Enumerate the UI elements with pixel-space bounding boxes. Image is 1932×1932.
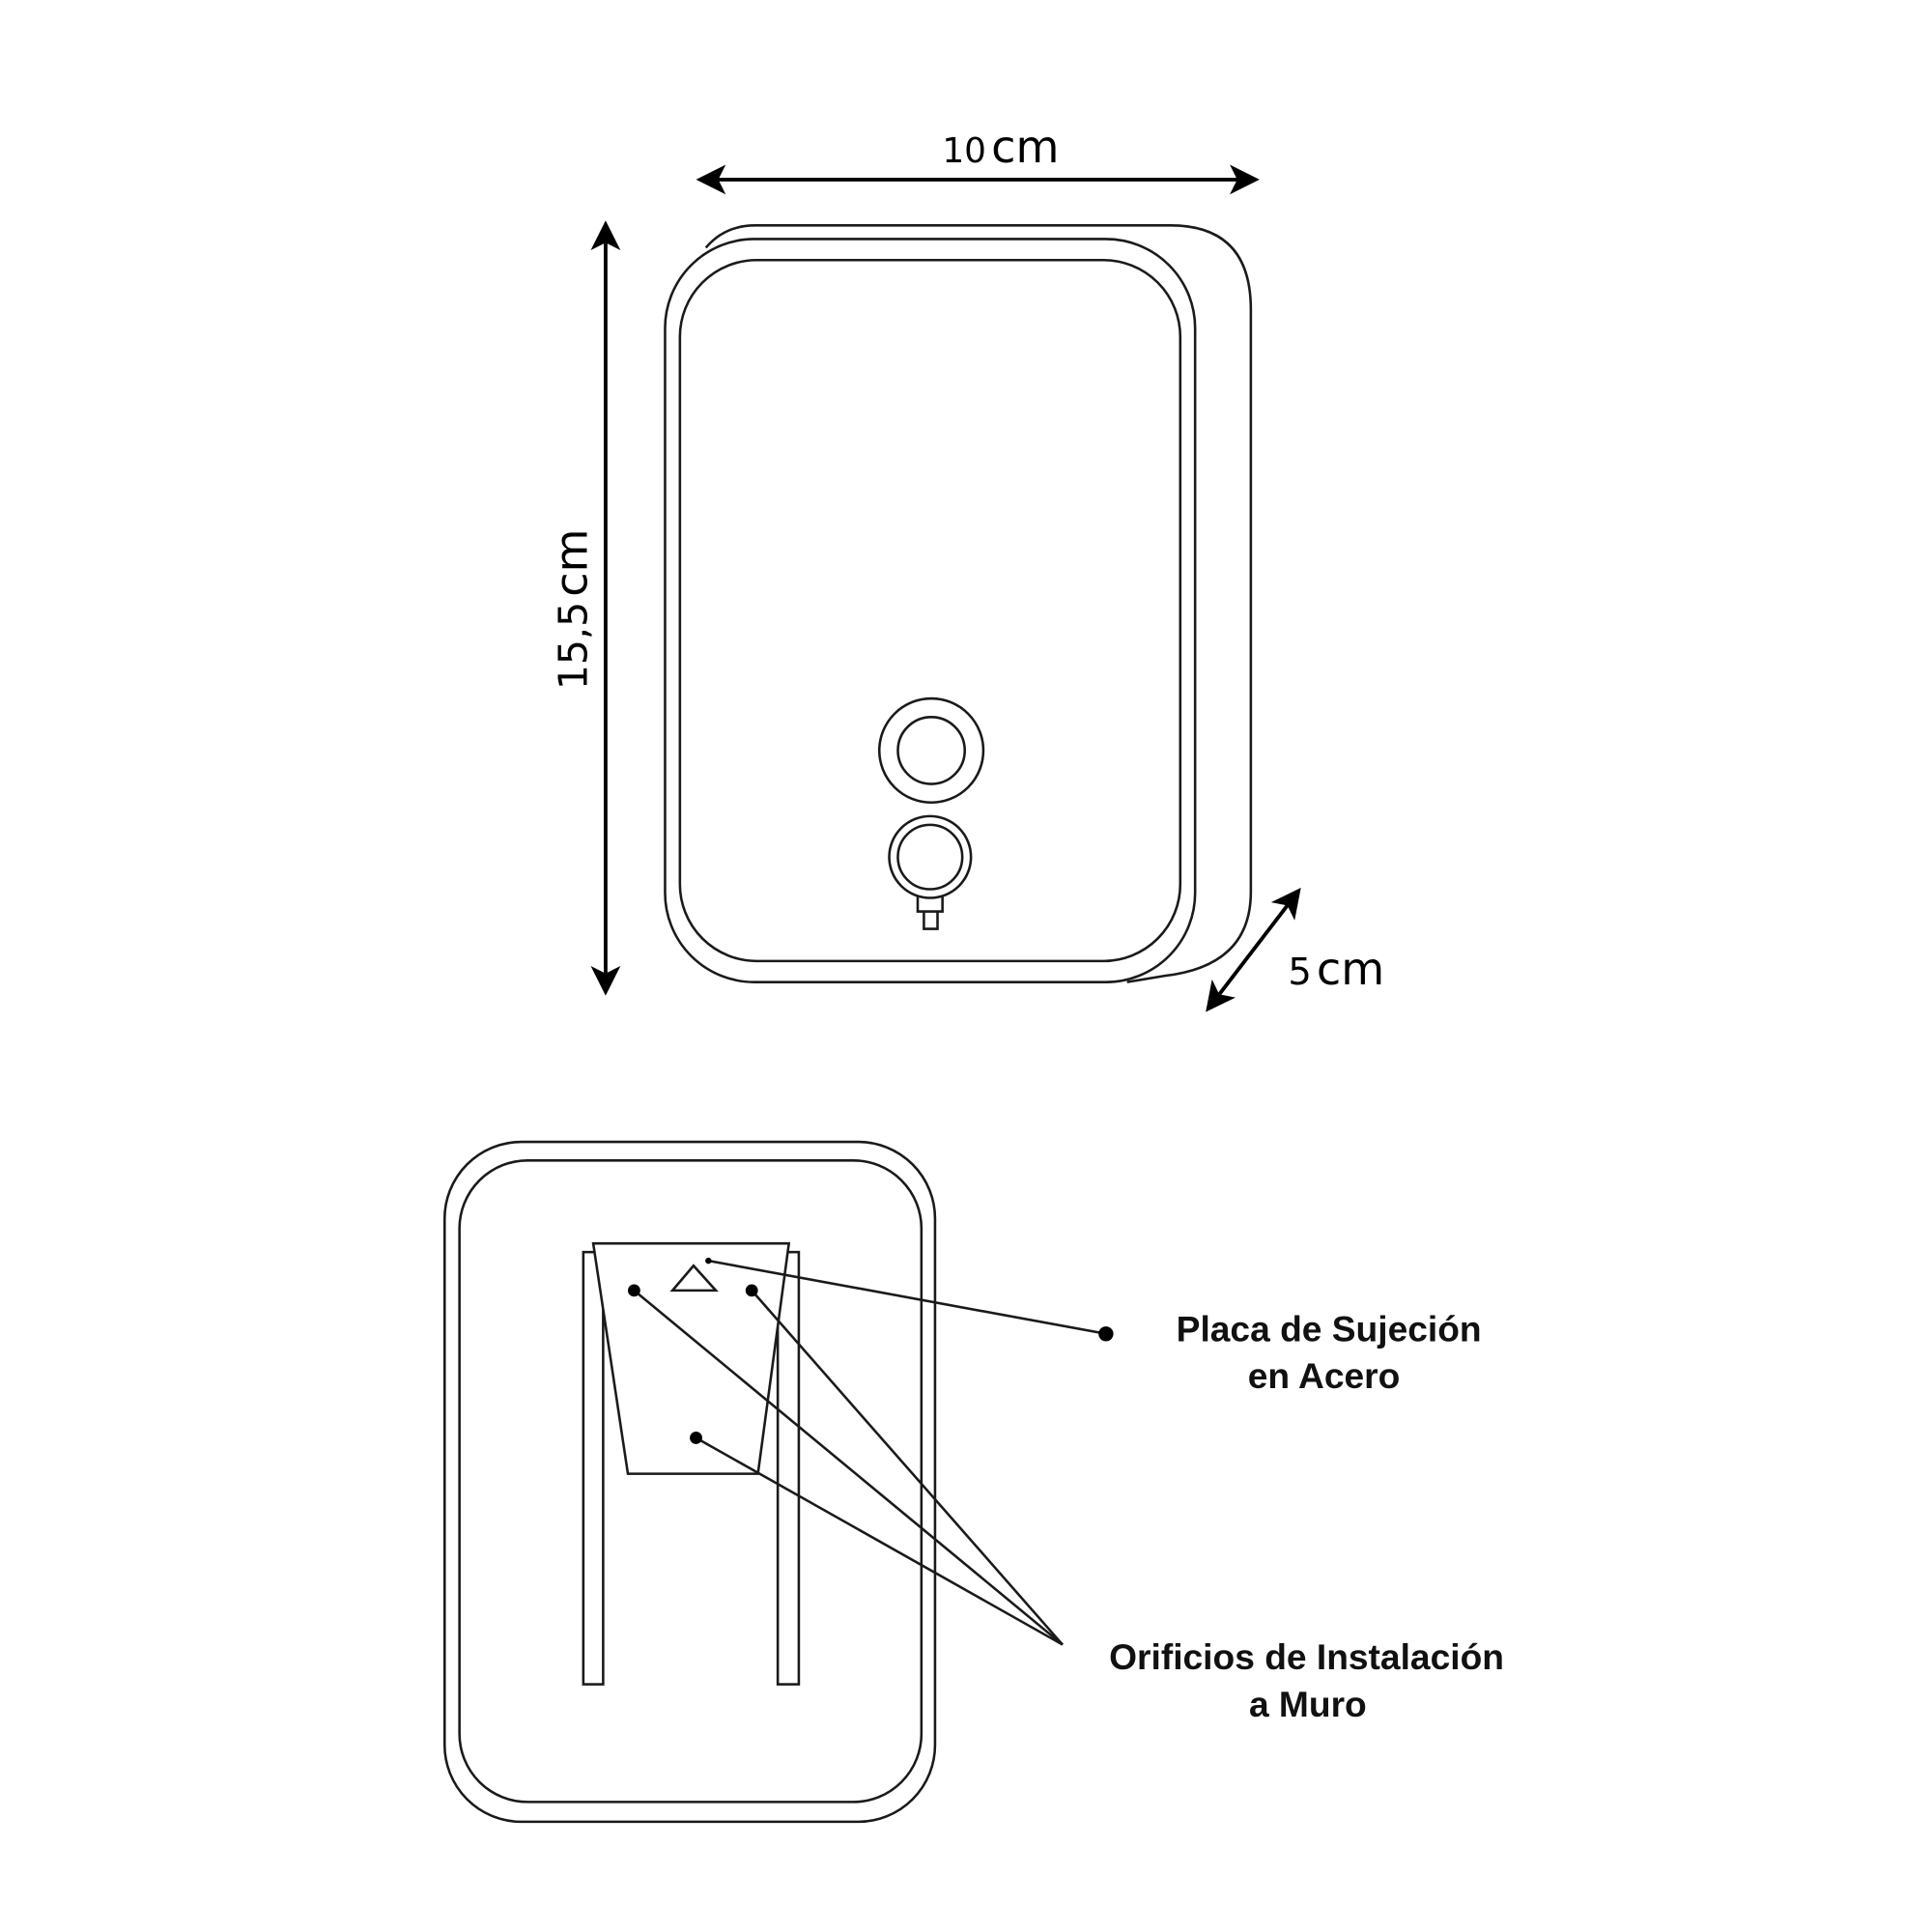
back-outline [442,1140,937,1824]
dispenser-back-outline [704,224,1253,983]
plate-marker-dot [705,1257,712,1264]
hole-dot [628,1284,640,1297]
triangle-hanger-icon [669,1264,719,1293]
right-rail [776,1250,801,1686]
height-label: 15,5cm [546,528,598,690]
left-rail [582,1250,605,1686]
hole-leader-line [695,1436,1064,1646]
back-view: Placa de Sujeción en Acero Orificios de … [442,1140,1504,1824]
hole-leader-line [633,1289,1064,1646]
plate-callout-dot [1098,1326,1114,1342]
hole-leader-line [751,1290,1064,1646]
hole-dot [690,1432,702,1444]
plate-leader-line [708,1259,1107,1336]
plate-callout-line1: Placa de Sujeción [1177,1308,1482,1349]
nozzle-icon [916,896,944,930]
dispenser-front-outline [664,238,1197,983]
holes-callout-line1: Orificios de Instalación [1109,1636,1504,1677]
hole-dot [745,1284,758,1297]
depth-dimension-arrow [1206,888,1301,1012]
push-button-outer [877,696,985,805]
nozzle-housing-inner [896,823,964,891]
back-panel [458,1159,923,1804]
holes-callout-line2: a Muro [1249,1684,1367,1724]
dispenser-front-panel [678,258,1182,963]
push-button-inner [896,716,967,785]
nozzle-housing-outer [888,814,973,899]
plate-callout-line2: en Acero [1248,1355,1401,1396]
